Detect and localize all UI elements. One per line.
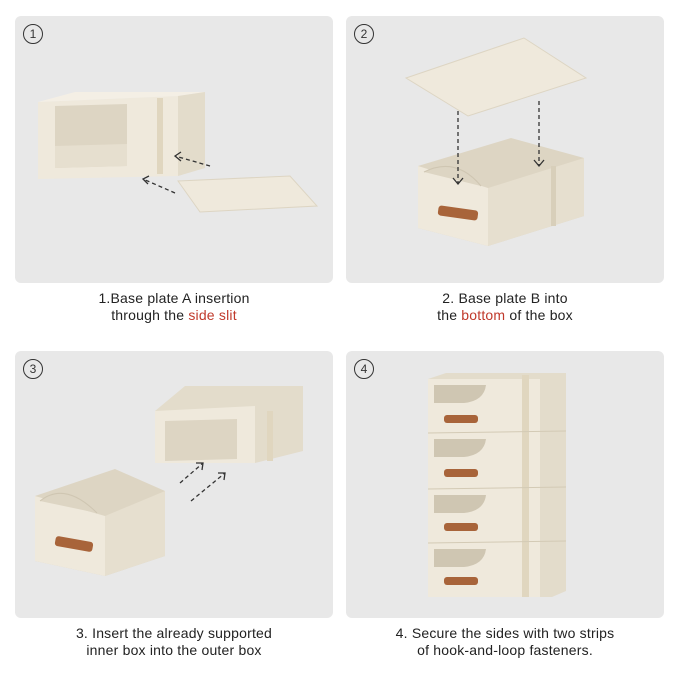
drawer-1: [427, 385, 567, 434]
leather-handle: [437, 205, 479, 221]
drawer-4: [434, 549, 486, 585]
leather-handle: [444, 469, 478, 477]
step-4-caption: 4. Secure the sides with two strips of h…: [395, 625, 615, 658]
step-2-illustration: [404, 37, 588, 246]
step-number-badge: 1: [23, 24, 43, 44]
leather-handle: [444, 577, 478, 585]
step-1-caption: 1.Base plate A insertion through the sid…: [98, 290, 250, 323]
leather-handle: [444, 523, 478, 531]
step-number-badge: 2: [354, 24, 374, 44]
base-plate-b: [404, 37, 588, 117]
drawer-3: [427, 495, 567, 544]
step-2-caption: 2. Base plate B into the bottom of the b…: [437, 290, 573, 323]
step-1-illustration: [38, 92, 319, 213]
highlighted-term: bottom: [461, 307, 506, 323]
drawer-2: [427, 439, 567, 490]
step-3-panel: 3: [15, 351, 333, 618]
step-4-panel: 4: [346, 351, 664, 618]
velcro-strip: [157, 98, 163, 174]
step-number-badge: 3: [23, 359, 43, 379]
highlighted-term: side slit: [188, 307, 237, 323]
base-plate-a: [177, 175, 319, 213]
step-1-panel: 1: [15, 16, 333, 283]
velcro-strip: [522, 375, 529, 597]
step-3-illustration: [35, 386, 303, 576]
step-number-badge: 4: [354, 359, 374, 379]
step-2-panel: 2: [346, 16, 664, 283]
step-4-illustration: [427, 373, 567, 597]
leather-handle: [444, 415, 478, 423]
leather-handle: [54, 536, 94, 552]
step-3-caption: 3. Insert the already supported inner bo…: [75, 625, 273, 658]
